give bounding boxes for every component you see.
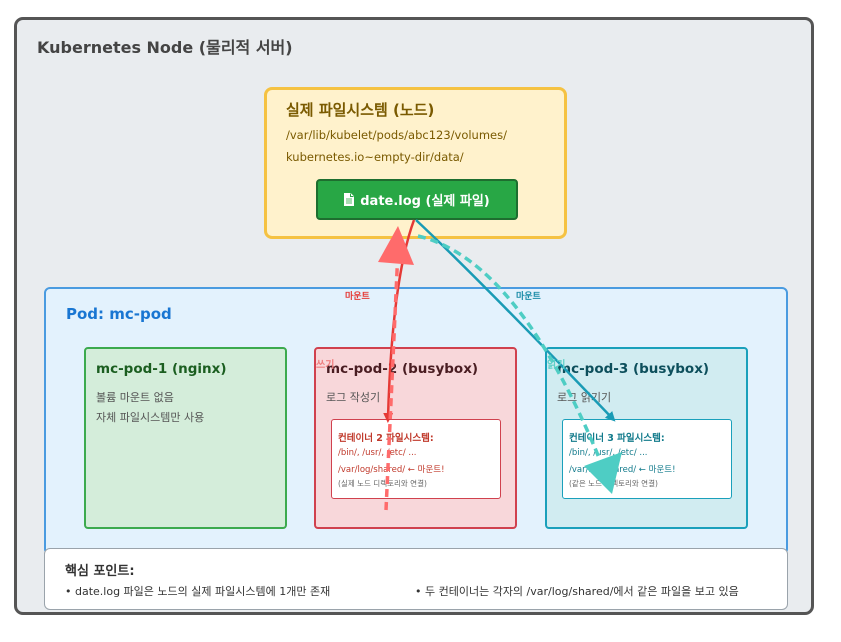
container-fs-line: /bin/, /usr/, /etc/ ... (338, 448, 417, 458)
container-mc-pod-2: mc-pod-2 (busybox) 로그 작성기 컨테이너 2 파일시스템: … (314, 347, 517, 529)
container-filesystem-box: 컨테이너 3 파일시스템: /bin/, /usr/, /etc/ ... /v… (562, 419, 732, 499)
container-fs-note: (같은 노드 디렉토리와 연결) (569, 479, 658, 488)
read-label: 읽기 (547, 360, 566, 371)
container-mc-pod-1: mc-pod-1 (nginx) 볼륨 마운트 없음 자체 파일시스템만 사용 (84, 347, 287, 529)
container-desc: 자체 파일시스템만 사용 (96, 411, 205, 424)
key-points-box: 핵심 포인트: • date.log 파일은 노드의 실제 파일시스템에 1개만… (44, 548, 788, 610)
container-fs-title: 컨테이너 2 파일시스템: (338, 433, 434, 444)
document-icon (344, 193, 355, 206)
container-fs-note: (실제 노드 디렉토리와 연결) (338, 479, 427, 488)
container-fs-title: 컨테이너 3 파일시스템: (569, 433, 665, 444)
container-fs-line: /bin/, /usr/, /etc/ ... (569, 448, 648, 458)
container-desc: 볼륨 마운트 없음 (96, 391, 174, 404)
container-title: mc-pod-3 (busybox) (557, 361, 710, 377)
mount-label-right: 마운트 (516, 292, 541, 302)
mount-label-left: 마운트 (345, 292, 370, 302)
node-title: Kubernetes Node (물리적 서버) (37, 38, 293, 57)
key-points-title: 핵심 포인트: (65, 564, 135, 579)
container-title: mc-pod-2 (busybox) (326, 361, 479, 377)
container-desc: 로그 작성기 (326, 391, 381, 404)
container-title: mc-pod-1 (nginx) (96, 361, 227, 377)
write-label: 쓰기 (316, 360, 335, 371)
container-fs-mount-line: /var/log/shared/ ← 마운트! (569, 465, 676, 475)
container-mc-pod-3: mc-pod-3 (busybox) 로그 읽기기 컨테이너 3 파일시스템: … (545, 347, 748, 529)
key-point: • date.log 파일은 노드의 실제 파일시스템에 1개만 존재 (65, 585, 331, 598)
container-desc: 로그 읽기기 (557, 391, 612, 404)
pod-title: Pod: mc-pod (66, 305, 172, 323)
filesystem-path-line2: kubernetes.io~empty-dir/data/ (286, 150, 464, 164)
filesystem-title: 실제 파일시스템 (노드) (286, 101, 435, 119)
container-fs-mount-line: /var/log/shared/ ← 마운트! (338, 465, 445, 475)
filesystem-path-line1: /var/lib/kubelet/pods/abc123/volumes/ (286, 128, 507, 142)
container-filesystem-box: 컨테이너 2 파일시스템: /bin/, /usr/, /etc/ ... /v… (331, 419, 501, 499)
date-log-file[interactable]: date.log (실제 파일) (316, 179, 518, 220)
key-point: • 두 컨테이너는 각자의 /var/log/shared/에서 같은 파일을 … (415, 585, 739, 598)
date-log-label: date.log (실제 파일) (360, 194, 490, 209)
node-filesystem-box: 실제 파일시스템 (노드) /var/lib/kubelet/pods/abc1… (264, 87, 567, 239)
